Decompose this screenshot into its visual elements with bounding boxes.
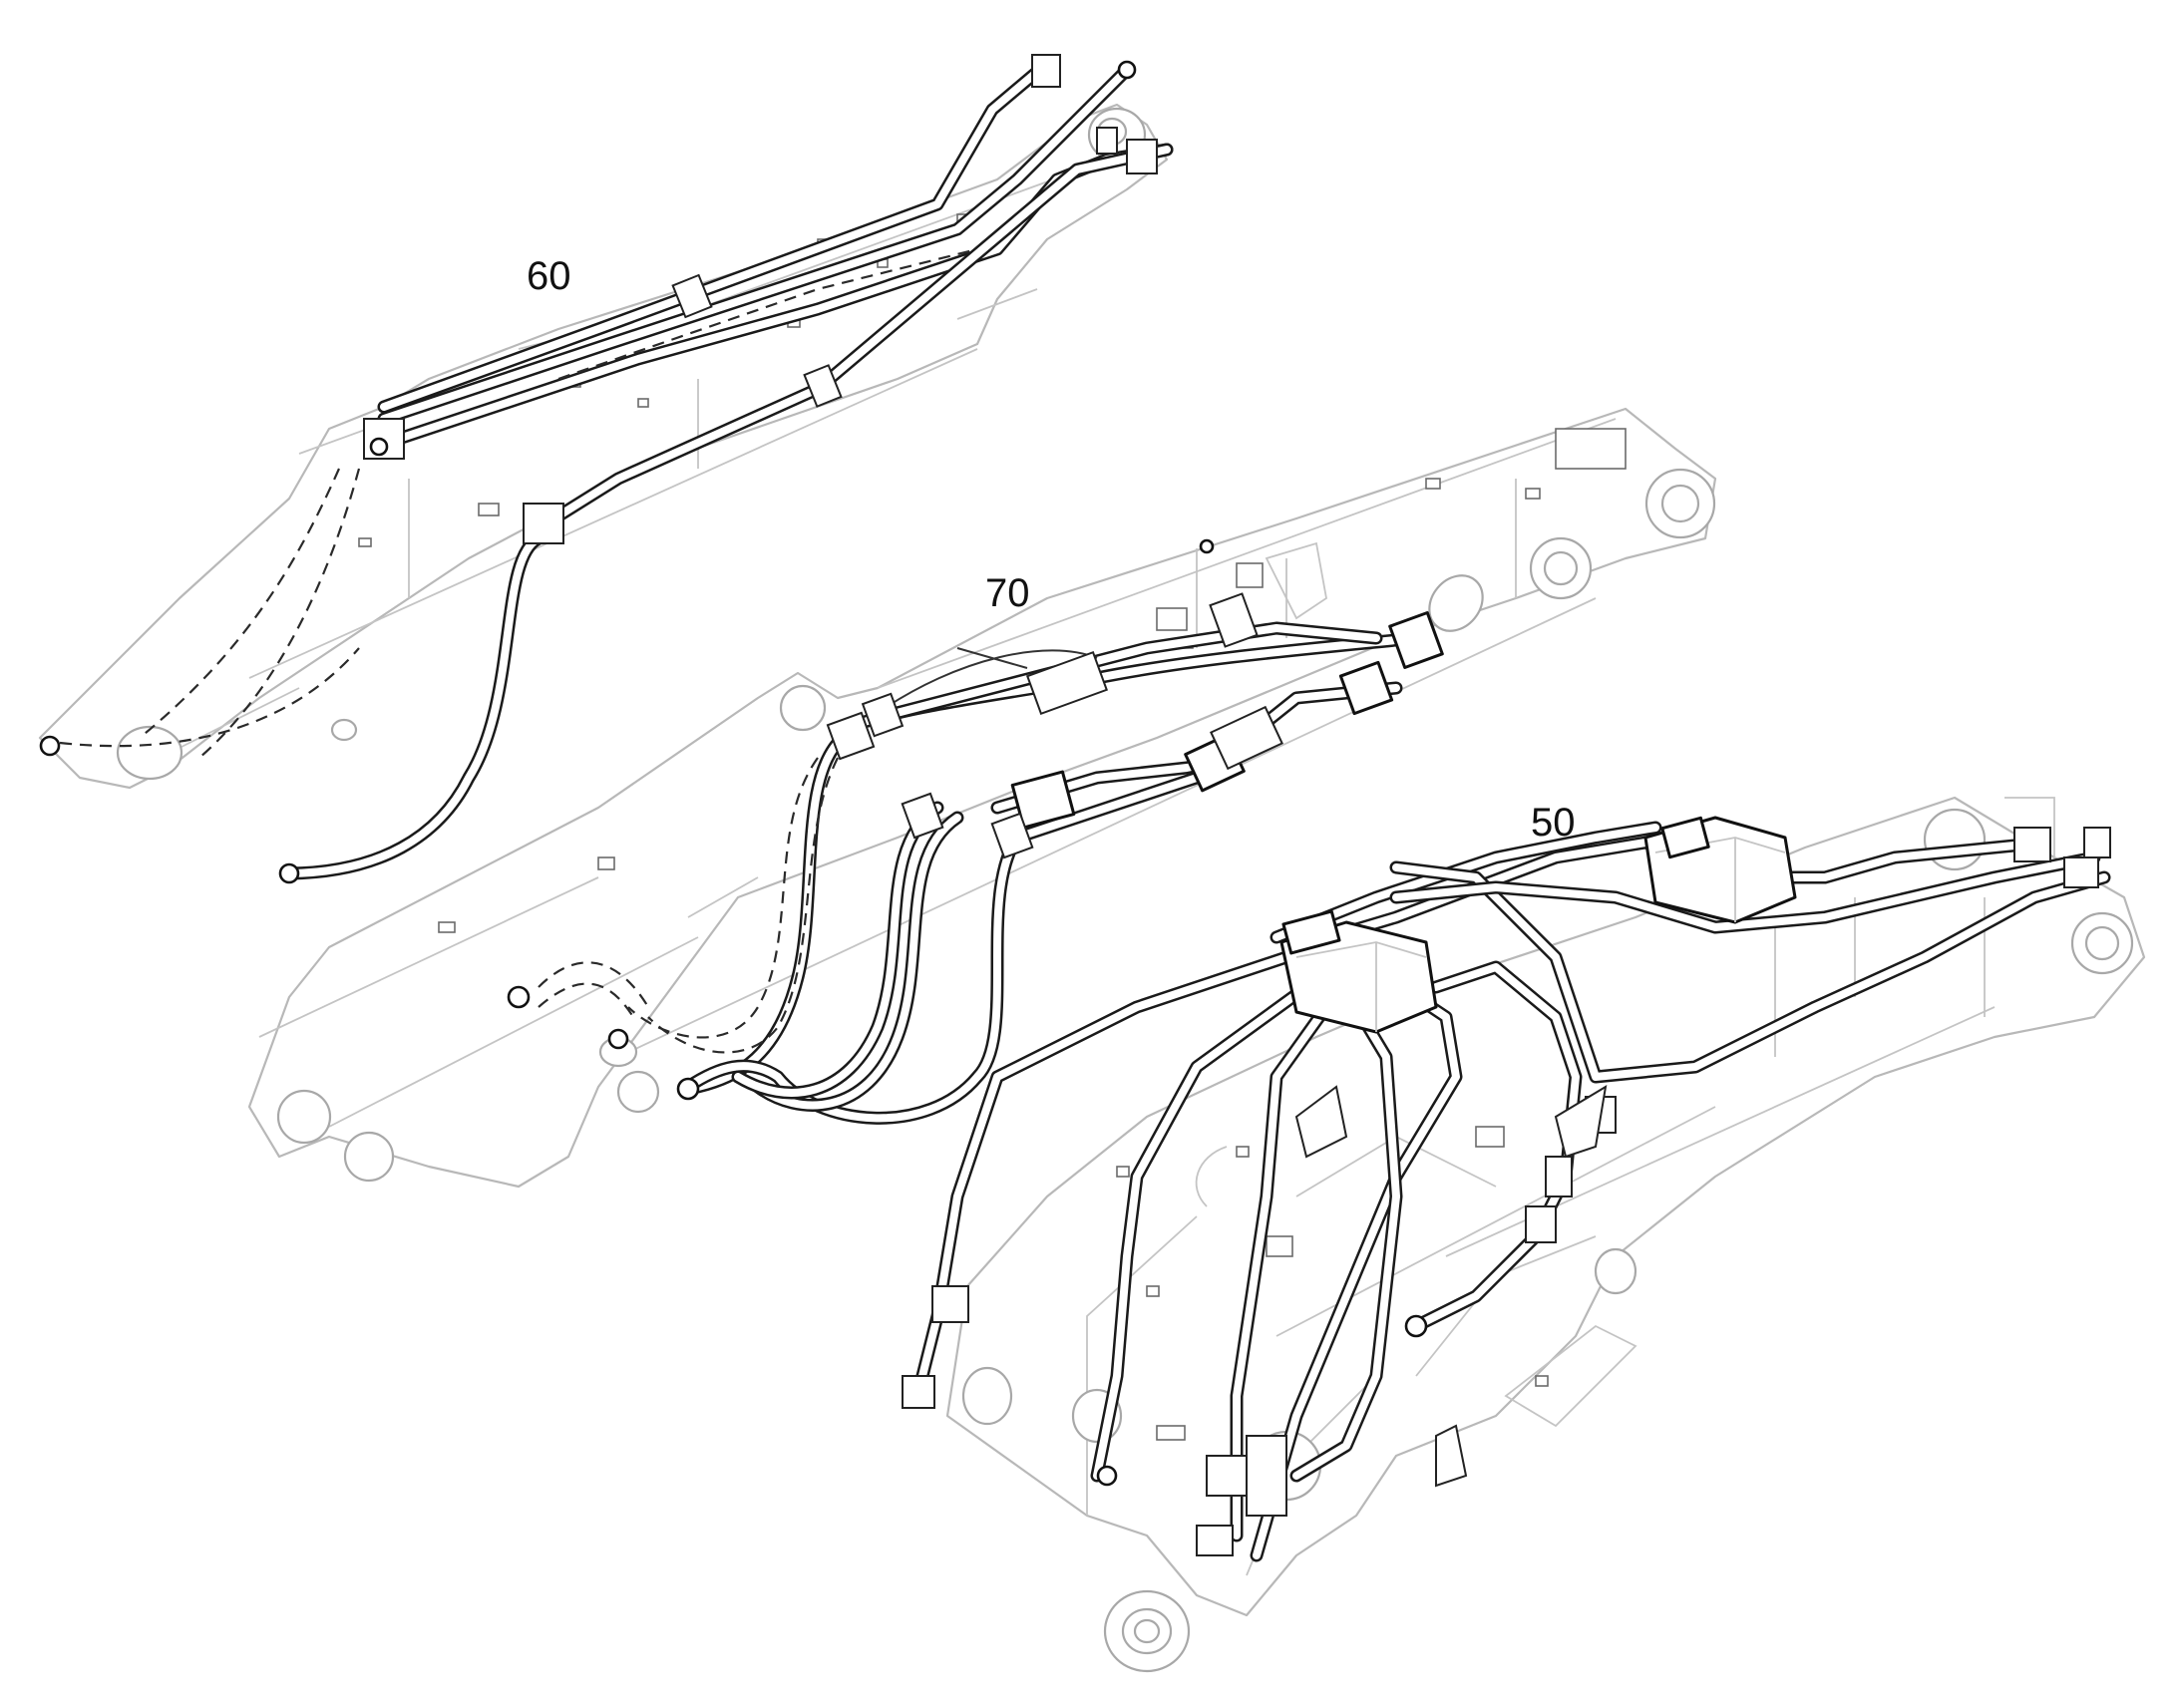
hose-clamp	[931, 1285, 969, 1323]
arm-clamps-and-fittings	[39, 54, 1158, 884]
mounting-bracket	[1294, 1085, 1348, 1159]
callout-50: 50	[1531, 801, 1576, 845]
hose-clamp	[2083, 827, 2111, 858]
hose-clamp	[1031, 54, 1061, 88]
hose-clamp	[861, 692, 905, 738]
valve-block	[1010, 770, 1076, 830]
hose-clamp	[523, 503, 564, 544]
hose-end-fitting	[278, 862, 300, 884]
hose-clamp	[671, 273, 713, 319]
hose-coupling	[1388, 610, 1444, 670]
boom-base-valves-and-clamps	[902, 816, 2111, 1556]
boom-assembly-70: 70	[247, 407, 1717, 1189]
arm-pivot-pin	[116, 725, 183, 781]
hose-coupling	[1338, 660, 1394, 716]
callout-60: 60	[527, 254, 571, 298]
boom-structure	[247, 407, 1717, 1189]
hose-clamp	[1525, 1205, 1557, 1243]
hose-clamp	[2063, 856, 2099, 888]
mounting-plate	[1025, 650, 1109, 716]
hose-clamp	[2013, 827, 2051, 862]
hose-end-fitting	[507, 985, 531, 1009]
hose-clamp	[1196, 1525, 1234, 1556]
hose-clamp	[1096, 127, 1118, 155]
boom-clamps-and-fittings	[507, 538, 1444, 1101]
hose-clamp	[1206, 1455, 1248, 1497]
arm-assembly-60: 60	[38, 54, 1174, 884]
arm-hydraulic-lines	[59, 63, 1174, 880]
boom-cylinder-pin	[1428, 574, 1484, 632]
mounting-plate	[1209, 592, 1259, 648]
mounting-plate	[1246, 1435, 1287, 1517]
control-valve-block	[1279, 920, 1438, 1034]
hose-clamp	[826, 711, 876, 761]
hose-clamp	[902, 1375, 935, 1409]
mounting-bracket	[1554, 1085, 1608, 1159]
mounting-plate	[1210, 705, 1283, 771]
hose-clamp	[803, 364, 843, 408]
hose-end-fitting	[39, 735, 61, 757]
mounting-bracket	[1435, 1424, 1468, 1488]
hose-end-fitting	[676, 1077, 700, 1101]
boom-foot-pin	[276, 1089, 332, 1145]
hose-clamp	[901, 792, 944, 840]
hose-clamp	[990, 812, 1034, 859]
hose-clamp	[1545, 1156, 1573, 1197]
hose-clamp	[1126, 139, 1158, 174]
callout-70: 70	[985, 571, 1030, 615]
boom-base-assembly-50: 50	[902, 796, 2146, 1673]
